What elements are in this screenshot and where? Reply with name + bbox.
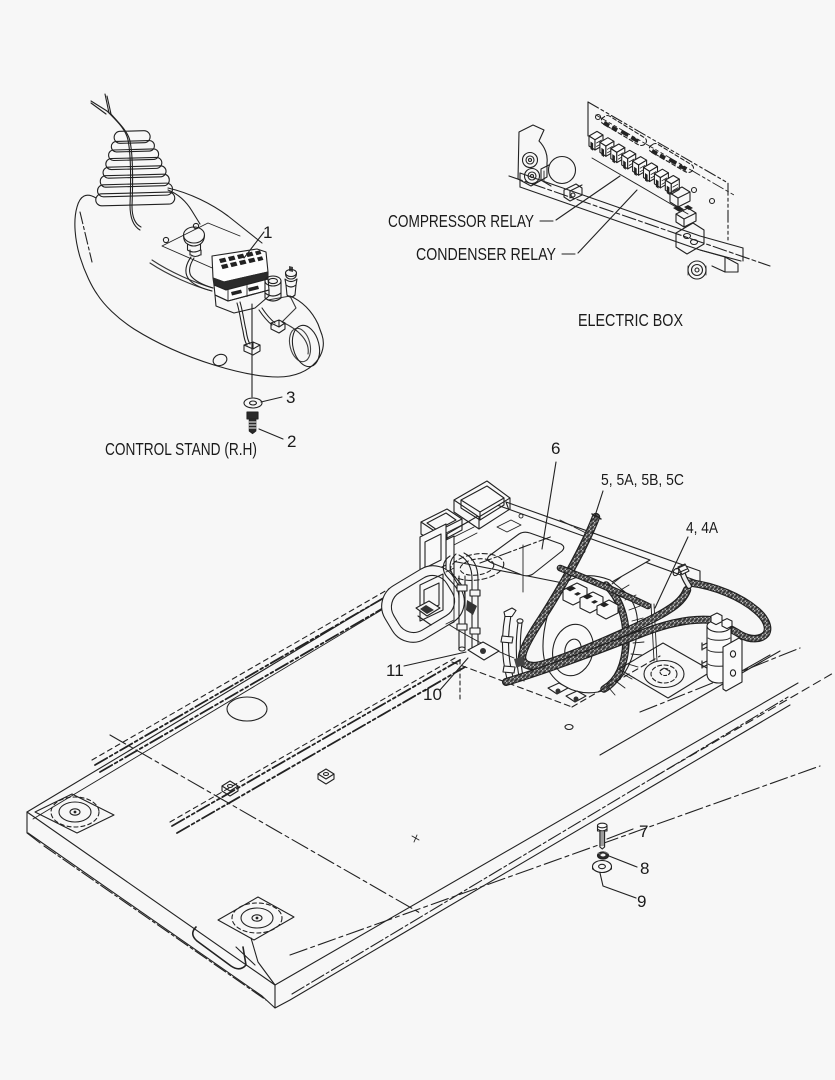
svg-text:CONTROL STAND (R.H): CONTROL STAND (R.H) xyxy=(105,439,257,459)
svg-text:11: 11 xyxy=(386,661,404,680)
svg-text:COMPRESSOR RELAY: COMPRESSOR RELAY xyxy=(388,211,534,231)
svg-text:7: 7 xyxy=(639,822,648,841)
svg-text:ELECTRIC BOX: ELECTRIC BOX xyxy=(578,310,683,330)
svg-text:9: 9 xyxy=(637,892,646,911)
svg-text:8: 8 xyxy=(640,859,649,878)
svg-text:CONDENSER RELAY: CONDENSER RELAY xyxy=(416,244,556,264)
svg-text:4, 4A: 4, 4A xyxy=(686,520,718,537)
svg-text:10: 10 xyxy=(423,685,442,704)
svg-text:1: 1 xyxy=(263,223,272,242)
svg-text:6: 6 xyxy=(551,439,560,458)
svg-text:2: 2 xyxy=(287,432,296,451)
svg-text:3: 3 xyxy=(286,388,295,407)
svg-text:5, 5A, 5B, 5C: 5, 5A, 5B, 5C xyxy=(601,472,684,489)
